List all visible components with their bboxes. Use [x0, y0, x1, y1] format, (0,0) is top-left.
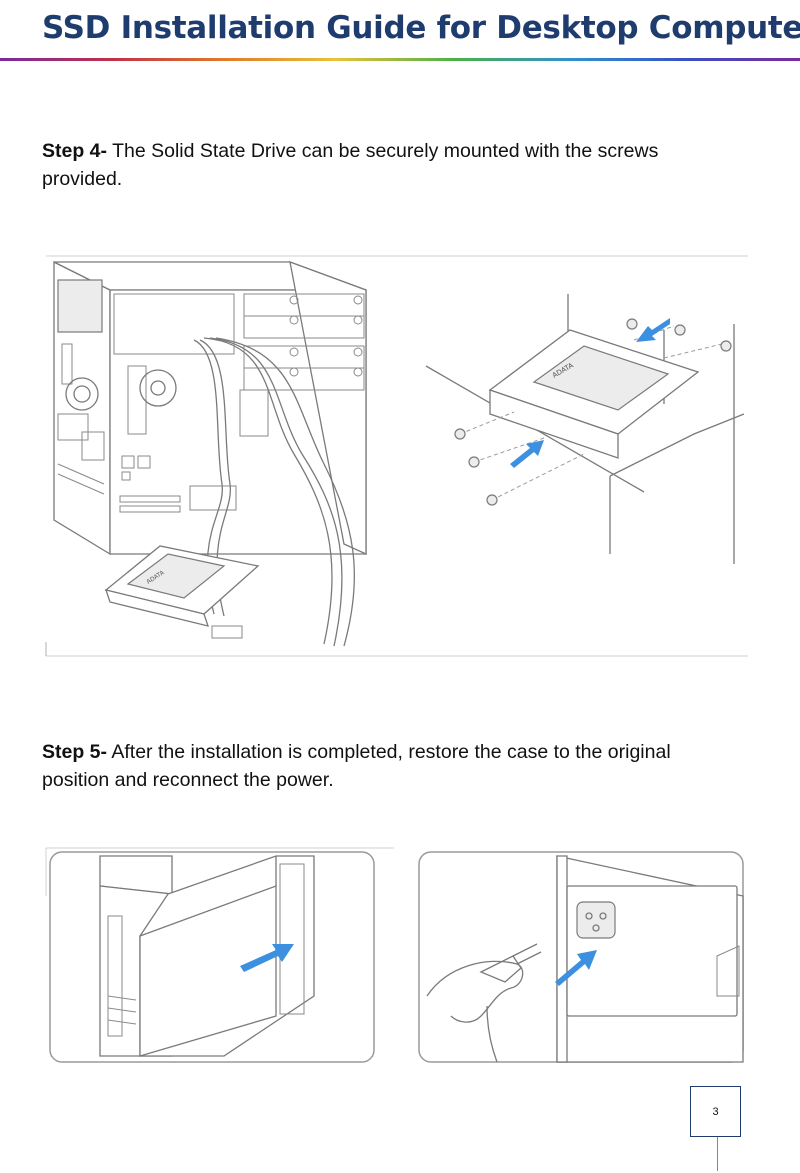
title-rule — [0, 58, 800, 61]
power-socket-icon — [576, 901, 616, 939]
page-title: SSD Installation Guide for Desktop Compu… — [42, 10, 800, 46]
reconnect-power-illustration — [418, 851, 744, 1063]
arrow-icon-4 — [555, 950, 597, 986]
screw-icon — [454, 318, 732, 506]
page-number-tick — [717, 1137, 718, 1171]
arrow-icon — [510, 440, 544, 468]
step-4-body: The Solid State Drive can be securely mo… — [42, 140, 659, 190]
step-5-label: Step 5- — [42, 741, 108, 763]
ssd-in-bracket-drawing: ADATA — [104, 545, 260, 639]
close-case-illustration — [45, 847, 394, 1063]
step-4-label: Step 4- — [42, 140, 108, 162]
step-5-body: After the installation is completed, res… — [42, 741, 671, 791]
arrow-icon-3 — [240, 944, 294, 972]
arrow-icon-2 — [636, 318, 670, 342]
power-plug-icon — [426, 943, 542, 1063]
step-4-text: Step 4- The Solid State Drive can be sec… — [42, 137, 742, 193]
page-number: 3 — [690, 1086, 741, 1137]
desktop-case-drawing — [53, 260, 367, 647]
bay-mount-drawing: ADATA — [425, 294, 745, 564]
step-4-illustration: ADATA ADATA — [45, 255, 748, 657]
step-5-text: Step 5- After the installation is comple… — [42, 738, 742, 794]
